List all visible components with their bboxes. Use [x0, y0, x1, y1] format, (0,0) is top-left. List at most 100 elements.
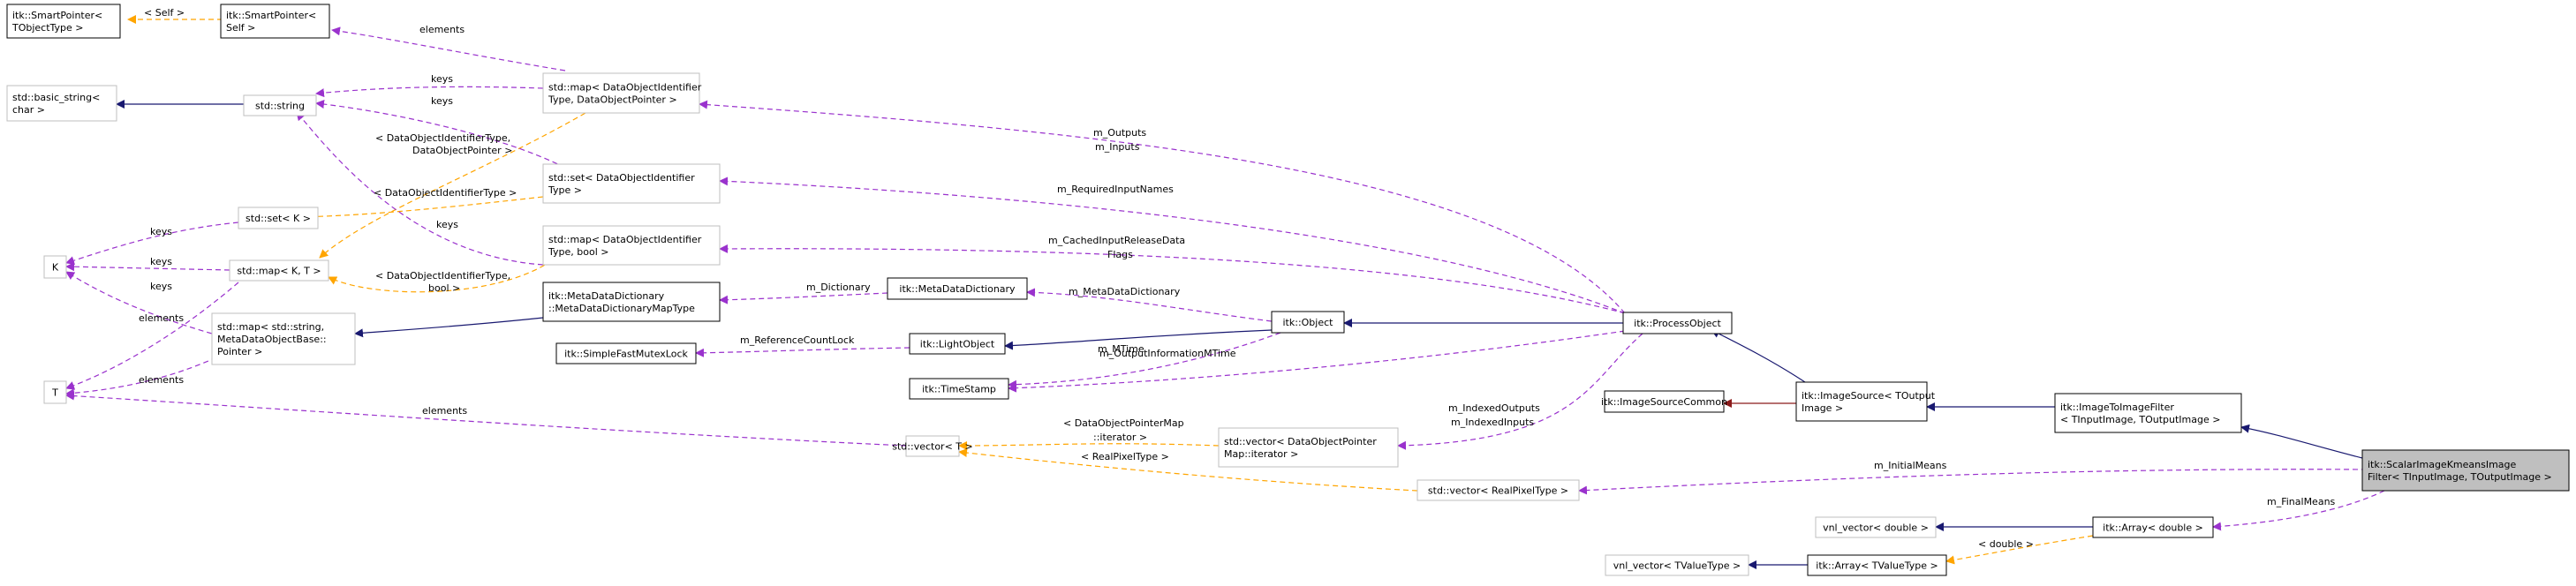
label-elements-3: elements — [139, 374, 184, 386]
label-metadata-dictionary: m_MetaDataDictionary — [1069, 286, 1181, 297]
label-doid-dop-1: < DataObjectIdentifierType, — [375, 132, 510, 144]
class-node-map-kt[interactable]: std::map< K, T > — [229, 259, 329, 282]
node-box — [243, 94, 317, 116]
label-self: < Self > — [144, 7, 185, 19]
edge-process-obj-to-img-src — [1711, 329, 1811, 387]
node-box — [555, 342, 697, 364]
class-node-process-obj[interactable]: itk::ProcessObject — [1622, 312, 1733, 334]
node-box — [220, 4, 330, 39]
node-box — [43, 380, 67, 404]
class-node-set-k[interactable]: std::set< K > — [238, 207, 319, 229]
edge-object-to-mdd — [1026, 288, 1273, 322]
class-node-light-obj[interactable]: itk::LightObject — [909, 333, 1006, 355]
edge-map-doid-to-map-kt — [319, 103, 601, 259]
label-real-pixel-type: < RealPixelType > — [1081, 451, 1169, 462]
class-node-map-str[interactable]: std::map< std::string,MetaDataObjectBase… — [211, 312, 356, 365]
node-label-line: char > — [12, 104, 45, 116]
edge-set-doid-to-string-keys — [315, 100, 566, 169]
label-outputs: m_Outputs — [1093, 127, 1146, 139]
edge-kmeans-to-array-double — [2212, 490, 2385, 531]
node-box — [1416, 479, 1580, 501]
class-node-mdd-map[interactable]: itk::MetaDataDictionary::MetaDataDiction… — [542, 282, 721, 322]
class-node-vector-t[interactable]: std::vector< T > — [892, 435, 973, 457]
edge-light-obj-to-object — [1004, 329, 1273, 350]
edge-map-str-to-T — [65, 357, 217, 398]
label-final-means: m_FinalMeans — [2267, 496, 2336, 507]
node-box — [1605, 554, 1749, 576]
class-node-simple-mutex[interactable]: itk::SimpleFastMutexLock — [555, 342, 697, 364]
class-node-array-double[interactable]: itk::Array< double > — [2092, 516, 2214, 538]
node-label-line: std::map< std::string, — [217, 321, 324, 333]
class-node-vector-dop[interactable]: std::vector< DataObjectPointerMap::itera… — [1218, 427, 1399, 468]
label-elements-4: elements — [422, 405, 467, 417]
label-elements-2: elements — [139, 312, 184, 324]
node-box — [238, 207, 319, 229]
edge-map-bool-to-map-kt — [328, 259, 553, 293]
node-label-line: itk::TimeStamp — [922, 384, 996, 395]
class-node-K[interactable]: K — [43, 255, 67, 279]
edge-img-to-img-to-kmeans — [2240, 424, 2363, 459]
node-box — [6, 85, 117, 122]
class-node-mdd[interactable]: itk::MetaDataDictionary — [887, 277, 1028, 300]
label-keys-5: keys — [150, 256, 172, 267]
class-node-basic-string[interactable]: std::basic_string<char > — [6, 85, 117, 122]
node-label-line: ::MetaDataDictionaryMapType — [548, 303, 695, 314]
node-label-line: itk::ImageToImageFilter — [2060, 402, 2174, 413]
edge-process-obj-to-vector-dop — [1397, 333, 1643, 450]
node-label-line: Image > — [1802, 402, 1843, 414]
class-node-sp-tobj[interactable]: itk::SmartPointer<TObjectType > — [6, 4, 121, 39]
node-label-line: itk::ImageSource< TOutput — [1802, 390, 1936, 402]
class-node-vnl-double[interactable]: vnl_vector< double > — [1815, 516, 1937, 538]
class-node-map-bool[interactable]: std::map< DataObjectIdentifierType, bool… — [542, 225, 721, 266]
label-dictionary: m_Dictionary — [806, 282, 871, 293]
class-node-vnl-tvalue[interactable]: vnl_vector< TValueType > — [1605, 554, 1749, 576]
class-node-sp-self[interactable]: itk::SmartPointer<Self > — [220, 4, 330, 39]
class-node-timestamp[interactable]: itk::TimeStamp — [909, 378, 1009, 400]
class-node-map-doid[interactable]: std::map< DataObjectIdentifierType, Data… — [542, 72, 702, 114]
edge-kmeans-to-vector-rpt — [1578, 469, 2368, 495]
node-label-line: std::map< DataObjectIdentifier — [548, 82, 702, 94]
node-label-line: Filter< TInputImage, TOutputImage > — [2368, 471, 2552, 483]
node-label-line: Type, bool > — [548, 246, 608, 258]
class-node-array-tvalue[interactable]: itk::Array< TValueType > — [1807, 554, 1947, 576]
node-label-line: itk::ProcessObject — [1634, 318, 1721, 329]
label-output-info-mtime: m_OutputInformationMTime — [1099, 348, 1236, 359]
edge-process-obj-to-map-bool — [719, 244, 1626, 314]
node-label-line: itk::Array< double > — [2103, 522, 2203, 534]
class-node-set-doid[interactable]: std::set< DataObjectIdentifierType > — [542, 163, 721, 204]
node-label-line: vnl_vector< double > — [1823, 522, 1929, 534]
node-label-line: Type > — [548, 184, 582, 196]
class-node-vector-rpt[interactable]: std::vector< RealPixelType > — [1416, 479, 1580, 501]
node-box — [6, 4, 121, 39]
node-label-line: itk::ImageSourceCommon — [1601, 396, 1727, 408]
node-box — [229, 259, 329, 282]
node-label-line: itk::ScalarImageKmeansImage — [2368, 459, 2517, 470]
edge-process-obj-to-timestamp — [1008, 330, 1626, 393]
class-node-img-to-img[interactable]: itk::ImageToImageFilter< TInputImage, TO… — [2054, 393, 2242, 433]
label-keys-3: keys — [150, 226, 172, 237]
label-indexed-outputs: m_IndexedOutputs — [1448, 402, 1540, 414]
node-label-line: T — [51, 387, 58, 399]
class-node-img-src-common[interactable]: itk::ImageSourceCommon — [1601, 390, 1727, 413]
edge-map-doid-to-sp-self — [331, 26, 566, 71]
node-box — [542, 225, 721, 266]
node-box — [211, 312, 356, 365]
edge-vector-t-to-T — [65, 391, 907, 447]
class-node-img-src[interactable]: itk::ImageSource< TOutputImage > — [1795, 381, 1936, 422]
edge-map-str-to-K — [65, 271, 213, 334]
label-doid-dop-2: DataObjectPointer > — [412, 145, 512, 156]
label-keys-6: keys — [150, 281, 172, 292]
label-keys-1: keys — [431, 73, 453, 85]
edge-vector-rpt-to-vector-t — [958, 448, 1418, 492]
node-box — [1807, 554, 1947, 576]
edge-map-bool-to-string-keys — [296, 111, 544, 266]
class-node-string[interactable]: std::string — [243, 94, 317, 116]
node-label-line: std::basic_string< — [12, 92, 100, 103]
node-label-line: std::vector< T > — [892, 441, 972, 453]
class-node-T[interactable]: T — [43, 380, 67, 404]
edge-map-kt-to-T — [65, 282, 239, 390]
class-node-object[interactable]: itk::Object — [1271, 311, 1345, 334]
node-box — [1271, 311, 1345, 334]
